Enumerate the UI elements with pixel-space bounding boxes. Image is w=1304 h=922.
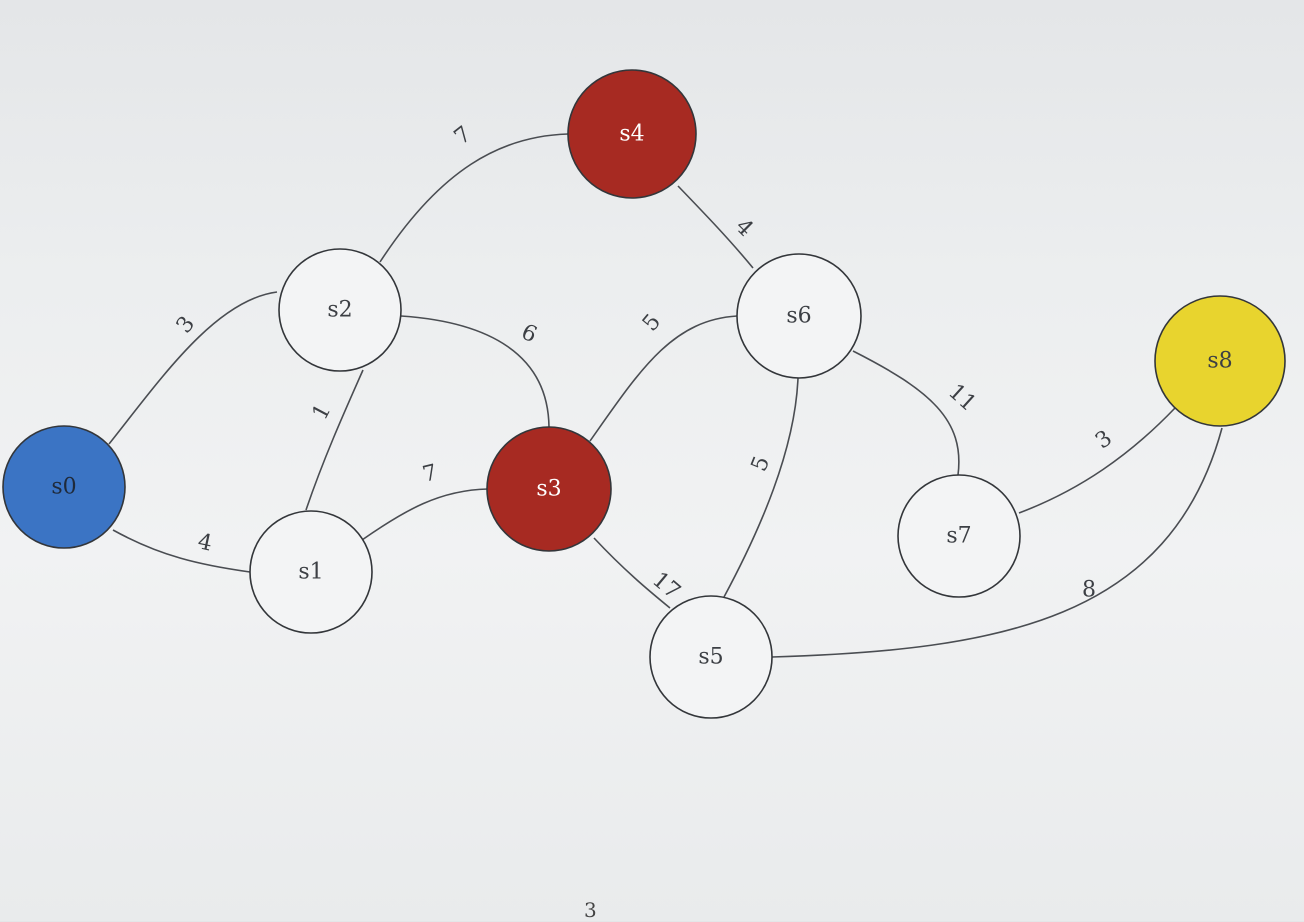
edge-weight-s1-s2: 1 (308, 400, 337, 424)
edge-weight-s3-s5: 17 (647, 567, 685, 604)
edge-s3-s6 (589, 315, 738, 442)
edge-s1-s2 (305, 369, 364, 511)
page-number: 3 (584, 898, 597, 922)
node-s8: s8 (1154, 295, 1286, 427)
node-s3: s3 (486, 426, 612, 552)
edge-weight-s4-s6: 4 (730, 214, 758, 242)
edge-weight-s6-s7: 11 (943, 379, 981, 416)
node-label-s6: s6 (786, 304, 811, 329)
edge-s6-s7 (852, 350, 960, 476)
node-s5: s5 (649, 595, 773, 719)
edge-weight-s7-s8: 3 (1091, 426, 1117, 455)
node-circle-s6 (736, 253, 862, 379)
edge-s0-s2 (108, 291, 278, 445)
node-s1: s1 (249, 510, 373, 634)
edge-weight-s3-s6: 5 (638, 310, 666, 337)
node-label-s1: s1 (298, 560, 323, 585)
edge-weight-s1-s3: 7 (420, 460, 440, 488)
node-circle-s2 (278, 248, 402, 372)
edge-weight-s6-s5: 5 (747, 453, 775, 475)
node-s2: s2 (278, 248, 402, 372)
node-circle-s1 (249, 510, 373, 634)
edge-s2-s4 (379, 133, 569, 263)
node-s7: s7 (897, 474, 1021, 598)
node-label-s5: s5 (698, 645, 723, 670)
node-label-s8: s8 (1207, 349, 1232, 374)
edge-s7-s8 (1018, 407, 1176, 514)
node-label-s4: s4 (619, 122, 644, 147)
node-label-s2: s2 (327, 298, 352, 323)
edge-s1-s3 (361, 488, 489, 541)
edge-s3-s5 (593, 537, 671, 609)
node-circle-s4 (567, 69, 697, 199)
node-label-s7: s7 (946, 524, 971, 549)
node-circle-s5 (649, 595, 773, 719)
node-circle-s3 (486, 426, 612, 552)
edge-weight-s5-s8: 8 (1082, 578, 1096, 603)
node-circle-s7 (897, 474, 1021, 598)
edge-weight-s2-s3: 6 (517, 320, 540, 349)
edges-layer (108, 133, 1223, 658)
node-label-s0: s0 (51, 475, 76, 500)
node-s6: s6 (736, 253, 862, 379)
node-s4: s4 (567, 69, 697, 199)
node-circle-s0 (2, 425, 126, 549)
node-s0: s0 (2, 425, 126, 549)
edge-weight-s0-s2: 3 (172, 312, 200, 338)
edge-weight-s0-s1: 4 (196, 529, 215, 556)
edge-weight-s2-s4: 7 (450, 122, 476, 150)
nodes-layer: s0 s1 s2 s3 s4 s5 s6 s7 s8 (2, 69, 1286, 719)
node-label-s3: s3 (536, 477, 561, 502)
node-circle-s8 (1154, 295, 1286, 427)
edge-s2-s3 (400, 315, 550, 428)
edge-s0-s1 (112, 529, 251, 573)
edge-s5-s8 (771, 427, 1223, 658)
edge-s6-s5 (723, 377, 799, 598)
edge-s4-s6 (677, 185, 754, 269)
